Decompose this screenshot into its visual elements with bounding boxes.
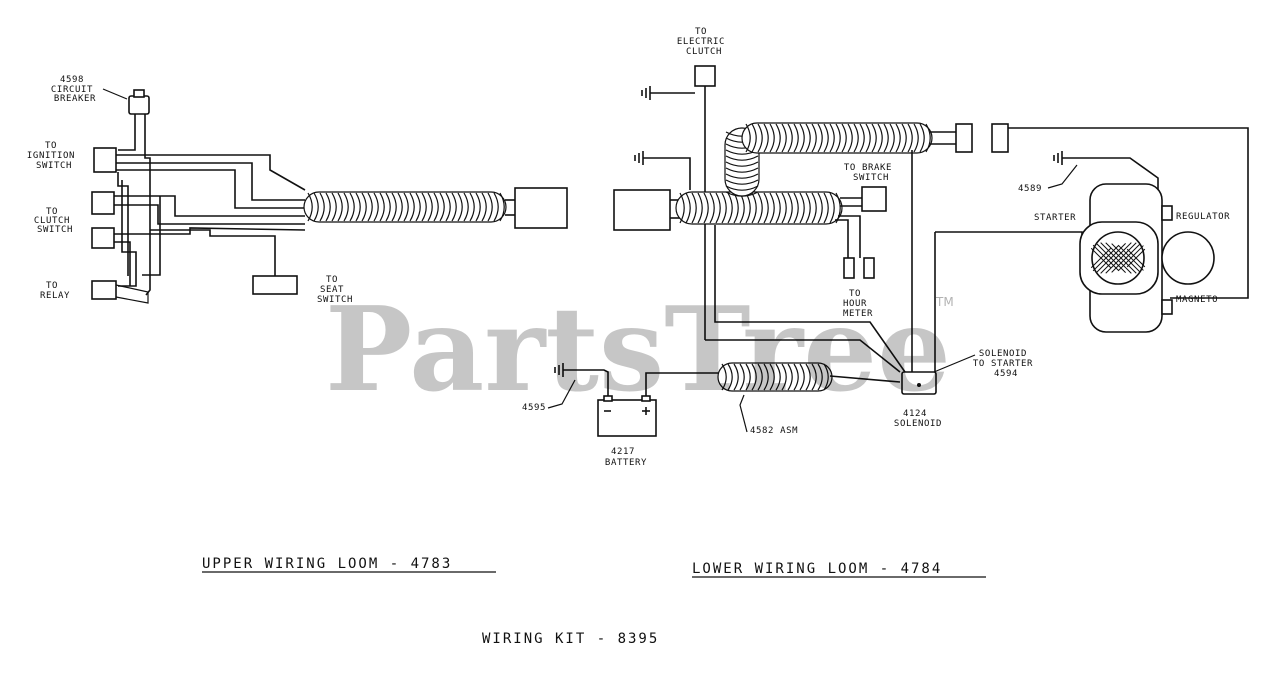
wiring-kit-caption: WIRING KIT - 8395 — [482, 631, 659, 647]
ground-symbol-1 — [641, 86, 695, 100]
clutch-switch-label: TO CLUTCH SWITCH — [34, 207, 76, 235]
harness-4582-label: 4582 ASM — [750, 426, 798, 436]
clutch-switch-connector-lower — [91, 227, 115, 249]
ignition-switch-connector — [93, 147, 117, 173]
clutch-switch-connector-upper — [91, 191, 115, 215]
solenoid-label: 4124 SOLENOID — [894, 409, 942, 429]
electric-clutch-label: TO ELECTRIC CLUTCH — [677, 27, 731, 57]
starter-label: STARTER — [1034, 213, 1076, 223]
seat-switch-label: TO SEAT SWITCH — [317, 275, 353, 305]
solenoid-to-starter-label: SOLENOID TO STARTER 4594 — [973, 349, 1039, 379]
hour-meter-connector-1 — [843, 257, 855, 279]
upper-loom-coil — [303, 191, 507, 223]
relay-connector — [91, 280, 117, 300]
magneto-terminal — [1161, 299, 1173, 315]
hour-meter-label: TO HOUR METER — [843, 289, 873, 319]
magneto-label: MAGNETO — [1176, 295, 1218, 305]
ground-symbol-2 — [634, 151, 691, 190]
brake-switch-connector — [861, 186, 887, 212]
watermark: PartsTree — [325, 282, 951, 418]
circuit-breaker-label: 4598 CIRCUIT BREAKER — [51, 75, 99, 104]
lower-wiring-loom: TO ELECTRIC CLUTCH TO BRAKE SWITCH TO HO… — [522, 27, 1249, 468]
relay-label: TO RELAY — [40, 281, 70, 301]
ground-4595-label: 4595 — [522, 403, 546, 413]
circuit-breaker — [102, 88, 150, 115]
lower-loom-coil — [675, 191, 843, 225]
electric-clutch-connector — [694, 65, 716, 87]
hour-meter-connector-2 — [863, 257, 875, 279]
top-loom-connector-1 — [955, 123, 973, 153]
upper-wiring-loom: 4598 CIRCUIT BREAKER TO IGNITION SWITCH … — [27, 75, 568, 305]
upper-loom-end-connector — [514, 187, 568, 229]
lower-loom-end-connector — [613, 189, 671, 231]
top-loom-connector-2 — [991, 123, 1009, 153]
captions: UPPER WIRING LOOM - 4783 LOWER WIRING LO… — [202, 556, 986, 647]
regulator-label: REGULATOR — [1176, 212, 1230, 222]
lower-loom-caption: LOWER WIRING LOOM - 4784 — [692, 561, 942, 577]
upper-loom-caption: UPPER WIRING LOOM - 4783 — [202, 556, 452, 572]
starter-motor — [1079, 183, 1215, 333]
seat-switch-connector — [252, 275, 298, 295]
regulator-terminal — [1161, 205, 1173, 221]
watermark-trademark: TM — [935, 295, 954, 309]
ground-4589-label: 4589 — [1018, 184, 1042, 194]
brake-switch-label: TO BRAKE SWITCH — [844, 163, 898, 183]
top-loom-coil — [741, 122, 933, 154]
battery-cable-coil — [717, 362, 833, 392]
battery-label: 4217 BATTERY — [605, 447, 647, 468]
ground-4595 — [547, 363, 609, 409]
ignition-switch-label: TO IGNITION SWITCH — [27, 141, 81, 171]
